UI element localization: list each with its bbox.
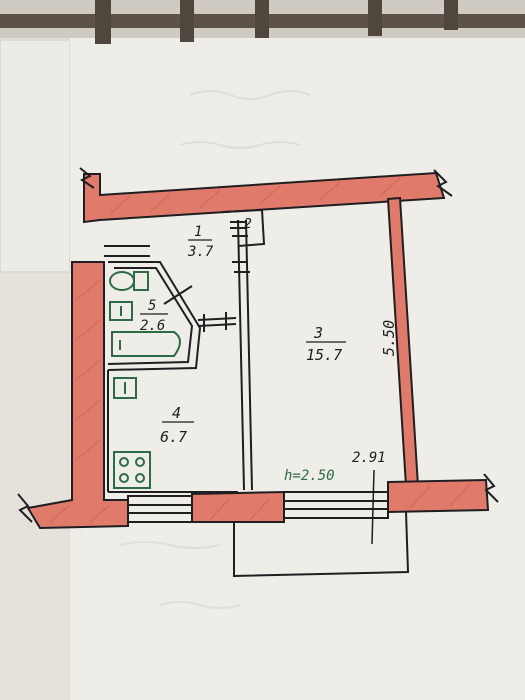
room-3-area: 15.7 <box>306 346 342 364</box>
bathtub-icon <box>111 331 181 357</box>
paper-sheet-left <box>0 39 71 273</box>
room-3-width-dimension: 2.91 <box>352 450 386 466</box>
windows <box>127 491 389 523</box>
room-1-number: 1 <box>194 224 202 240</box>
room-label-5: 5 2.6 <box>140 298 168 334</box>
partitions <box>104 208 266 493</box>
room-4-number: 4 <box>172 404 181 422</box>
room-label-4: 4 6.7 <box>160 404 194 446</box>
window-kitchen <box>127 495 193 523</box>
room-5-area: 2.6 <box>140 318 165 334</box>
ghost-text <box>119 90 311 609</box>
fixtures <box>109 271 181 489</box>
wall-left <box>26 261 129 530</box>
balcony-outline <box>233 511 410 578</box>
room-label-3: 3 15.7 <box>306 324 346 364</box>
wall-hatching <box>49 177 471 523</box>
room-1-area: 3.7 <box>187 244 214 260</box>
dimension-tick <box>371 469 375 545</box>
room-2-number: 2 <box>244 217 252 232</box>
kitchen-sink-icon <box>113 377 137 399</box>
ceiling-height-label: h=2.50 <box>284 468 335 484</box>
room-4-area: 6.7 <box>160 428 187 446</box>
toilet-tank-icon <box>133 271 149 291</box>
room-label-1: 1 3.7 <box>187 224 214 260</box>
window-room3 <box>283 491 389 519</box>
room-5-number: 5 <box>148 298 156 314</box>
room-3-number: 3 <box>313 324 323 342</box>
stove-icon <box>113 451 151 489</box>
wall-bottom-right <box>387 478 490 514</box>
top-rail <box>0 0 525 44</box>
bathroom-sink-icon <box>109 301 133 321</box>
break-marks <box>17 167 499 523</box>
room-3-height-dimension: 5.50 <box>380 320 398 356</box>
wall-bottom-mid <box>191 490 285 523</box>
